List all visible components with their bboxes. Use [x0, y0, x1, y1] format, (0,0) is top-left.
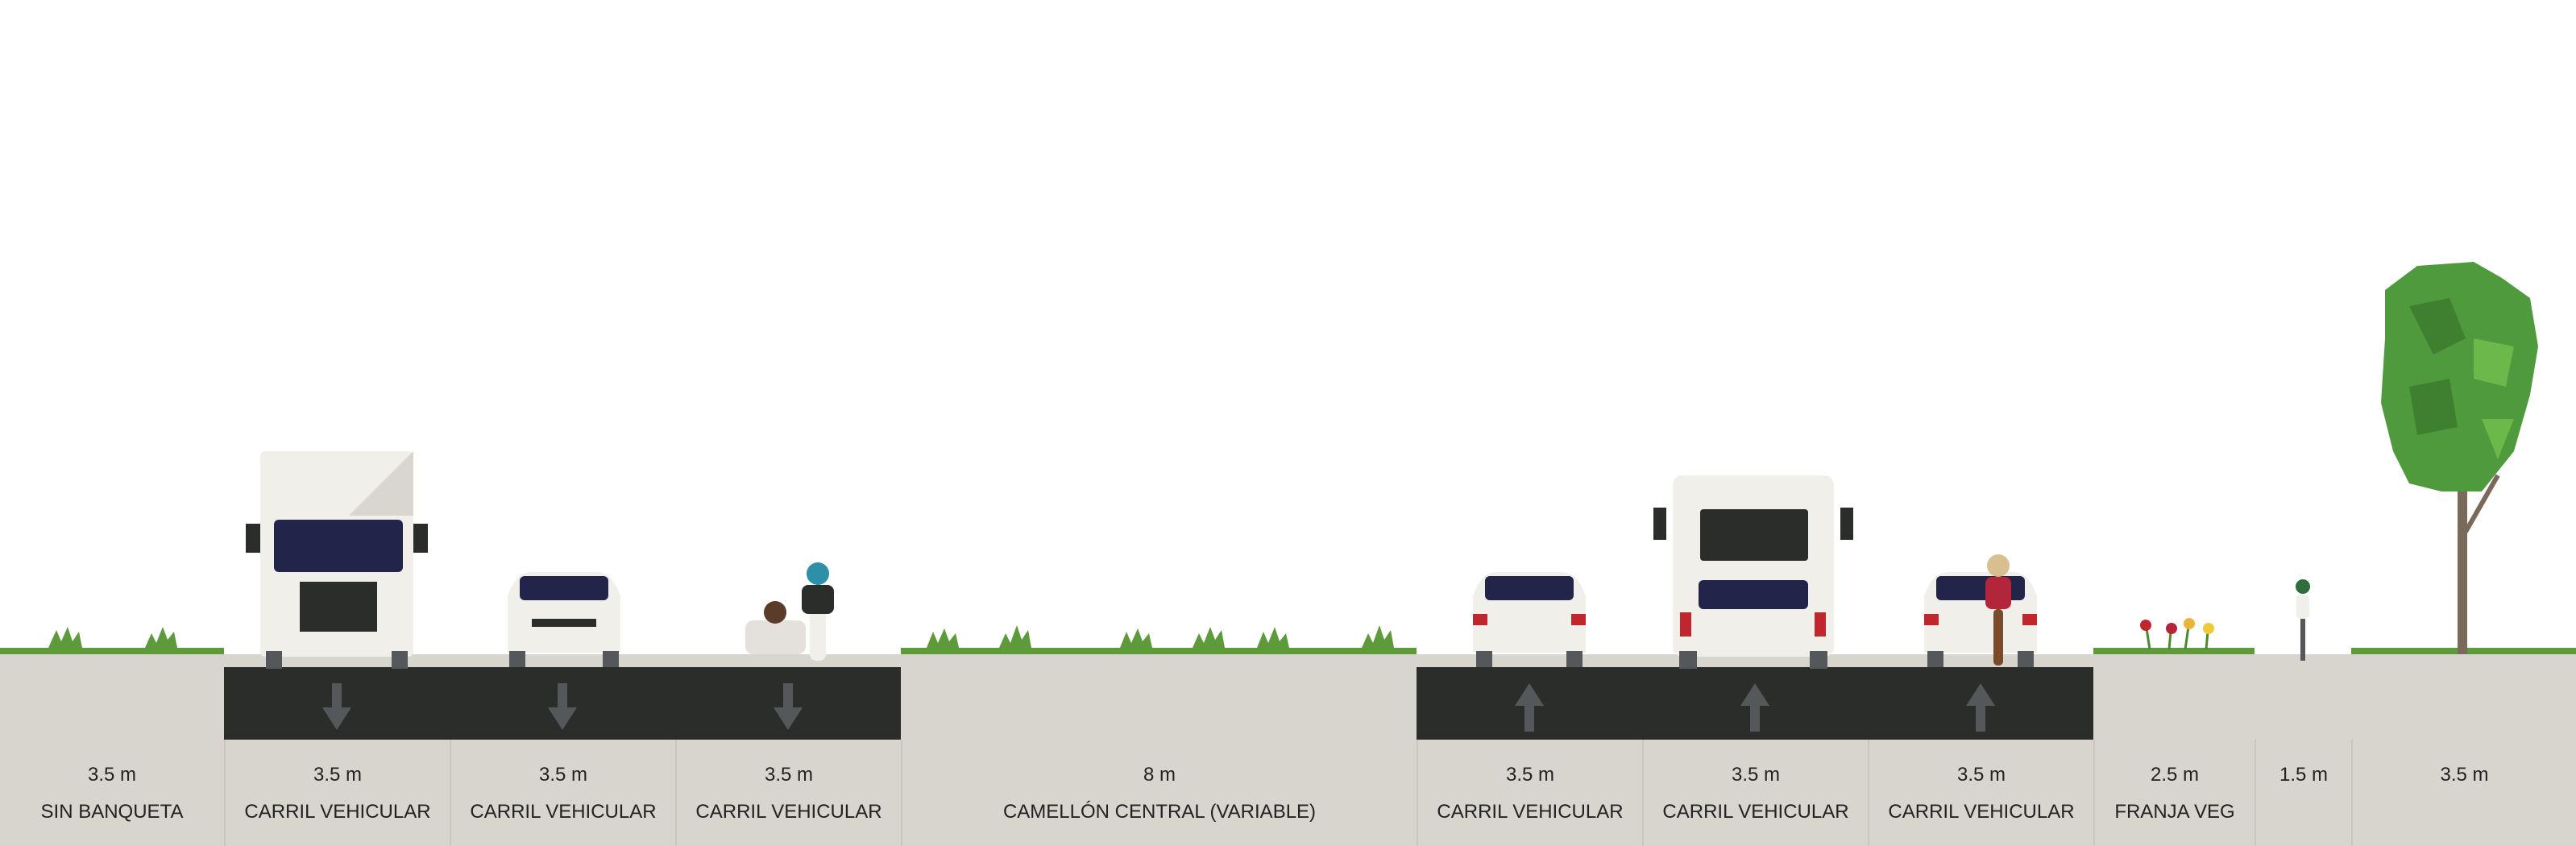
arrow-down-icon: [322, 683, 351, 730]
grass-strip-franja: [2093, 648, 2255, 654]
segment-width: 3.5 m: [1505, 764, 1555, 786]
segment-width: 2.5 m: [2150, 764, 2200, 786]
segment-carril-vehicular: 3.5 m CARRIL VEHICULAR: [224, 740, 450, 846]
ground-edge-left: [0, 654, 224, 667]
segment-carril-vehicular: 3.5 m CARRIL VEHICULAR: [1642, 740, 1868, 846]
pedestrian-cyclist-icon: [2296, 579, 2310, 661]
segment-name: CARRIL VEHICULAR: [470, 801, 657, 823]
segment-name: SIN BANQUETA: [40, 801, 184, 823]
segment-camellon-central: 8 m CAMELLÓN CENTRAL (VARIABLE): [901, 740, 1417, 846]
segment-width: 3.5 m: [764, 764, 814, 786]
segment-name: FRANJA VEG: [2114, 801, 2235, 823]
truck-icon: [246, 451, 428, 669]
cyclist-icon: [1985, 554, 2011, 666]
segment-width: 3.5 m: [1956, 764, 2006, 786]
segment-name: CARRIL VEHICULAR: [695, 801, 882, 823]
segment-franja-veg: 2.5 m FRANJA VEG: [2093, 740, 2255, 846]
segment-tree: 3.5 m: [2351, 740, 2576, 846]
segment-width: 3.5 m: [87, 764, 137, 786]
segment-width: 3.5 m: [1731, 764, 1781, 786]
segment-name: CARRIL VEHICULAR: [244, 801, 431, 823]
car-icon: [1473, 572, 1586, 667]
grass-strip-median: [901, 625, 1417, 654]
segment-path: 1.5 m: [2255, 740, 2351, 846]
arrow-up-icon: [1966, 683, 1995, 732]
segment-width: 8 m: [1143, 764, 1176, 786]
segment-carril-vehicular: 3.5 m CARRIL VEHICULAR: [1417, 740, 1642, 846]
segment-width: 3.5 m: [2440, 764, 2489, 786]
segment-carril-vehicular: 3.5 m CARRIL VEHICULAR: [1868, 740, 2093, 846]
segment-width: 3.5 m: [538, 764, 588, 786]
segment-name: CAMELLÓN CENTRAL (VARIABLE): [1002, 801, 1317, 823]
arrow-up-icon: [1740, 683, 1769, 732]
arrow-up-icon: [1515, 683, 1544, 732]
segment-carril-vehicular: 3.5 m CARRIL VEHICULAR: [675, 740, 901, 846]
flowers-icon: [2140, 618, 2214, 650]
segment-width: 1.5 m: [2279, 764, 2329, 786]
arrow-down-icon: [548, 683, 577, 730]
tree-icon: [2381, 262, 2538, 654]
segment-labels: 3.5 m SIN BANQUETA 3.5 m CARRIL VEHICULA…: [0, 740, 2576, 846]
car-icon: [508, 572, 620, 667]
motorcycle-sidecar-icon: [745, 562, 834, 661]
car-icon: [1924, 572, 2037, 667]
segment-name: CARRIL VEHICULAR: [1888, 801, 2075, 823]
segment-width: 3.5 m: [313, 764, 363, 786]
segment-sin-banqueta: 3.5 m SIN BANQUETA: [0, 740, 224, 846]
grass-strip-left: [0, 627, 224, 654]
segment-name: CARRIL VEHICULAR: [1437, 801, 1624, 823]
bus-icon: [1653, 475, 1853, 669]
segment-carril-vehicular: 3.5 m CARRIL VEHICULAR: [450, 740, 675, 846]
segment-name: CARRIL VEHICULAR: [1662, 801, 1849, 823]
arrow-down-icon: [774, 683, 803, 730]
